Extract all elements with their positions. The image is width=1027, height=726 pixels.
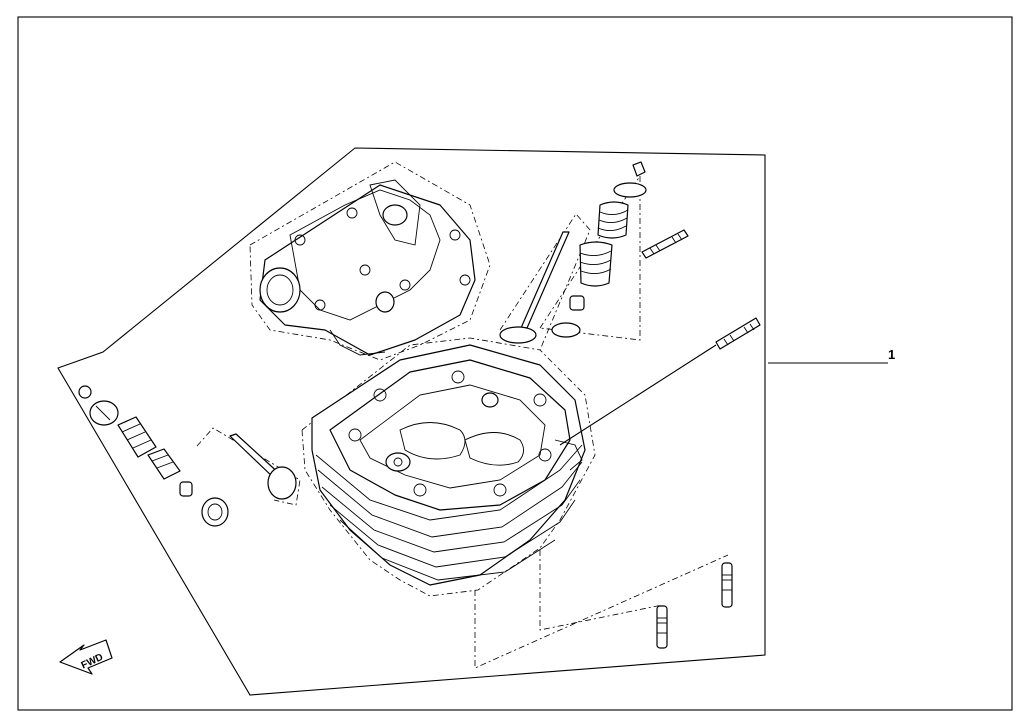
assembly-outline bbox=[57, 147, 766, 696]
dowel-guides bbox=[474, 550, 729, 669]
drawing-border bbox=[17, 16, 1013, 711]
stud-bolt-lower bbox=[559, 317, 761, 446]
valve-train-left bbox=[78, 385, 301, 527]
stud-bolt-upper bbox=[641, 229, 689, 259]
cylinder-head-cover bbox=[249, 161, 491, 361]
forward-arrow-icon: FWD bbox=[59, 639, 113, 675]
dowel-pin-a bbox=[721, 562, 733, 608]
dowel-pin-b bbox=[656, 605, 668, 649]
cylinder-head bbox=[301, 337, 596, 597]
callout-label-1: 1 bbox=[888, 347, 895, 362]
valve-train-right bbox=[499, 161, 647, 351]
